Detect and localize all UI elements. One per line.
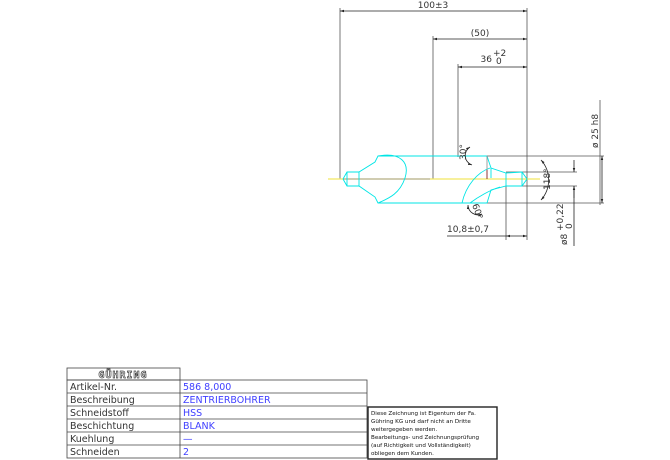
ownership-note: Diese Zeichnung ist Eigentum der Fa. Güh… bbox=[371, 411, 480, 457]
note-line: (auf Richtigkeit und Vollständigkeit) bbox=[371, 443, 471, 449]
row-value: 2 bbox=[183, 447, 189, 458]
dim-flute-tol-lower: 0 bbox=[496, 57, 502, 67]
row-label: Artikel-Nr. bbox=[70, 382, 117, 393]
dim-overall-length: 100±3 bbox=[418, 1, 448, 11]
row-value: 586 8,000 bbox=[183, 382, 231, 393]
row-label: Beschreibung bbox=[70, 395, 135, 406]
note-line: Gühring KG und darf nicht an Dritte bbox=[371, 419, 471, 425]
dim-pilot-length: 10,8±0,7 bbox=[447, 225, 489, 235]
title-block-rows: Artikel-Nr. 586 8,000 Beschreibung ZENTR… bbox=[70, 382, 271, 458]
row-value: ZENTRIERBOHRER bbox=[183, 395, 271, 406]
center-drill-outline bbox=[342, 154, 528, 204]
row-value: HSS bbox=[183, 408, 202, 419]
row-value: BLANK bbox=[183, 421, 216, 432]
angle-point: 118° bbox=[543, 168, 553, 190]
note-line: obliegen dem Kunden. bbox=[371, 451, 434, 457]
note-line: Bearbeitungs- und Zeichnungsprüfung bbox=[371, 435, 480, 441]
dim-shank-diameter: ø 25 h8 bbox=[591, 114, 601, 148]
dim-pilot-diameter: ø8 bbox=[560, 233, 570, 245]
dimension-lines bbox=[340, 9, 604, 246]
angle-countersink: 30° bbox=[459, 144, 469, 160]
row-value: — bbox=[183, 434, 193, 445]
row-label: Beschichtung bbox=[70, 421, 134, 432]
dim-flute-length: 36 bbox=[481, 55, 493, 65]
angle-cone: 60° bbox=[469, 203, 484, 221]
dim-pilot-tol-lower: 0 bbox=[565, 223, 575, 229]
ownership-note-box bbox=[367, 406, 498, 460]
guehring-logo: GÜHRING bbox=[98, 367, 147, 381]
dim-flute-tol-upper: +2 bbox=[493, 49, 506, 59]
dim-reference-length: (50) bbox=[471, 29, 489, 39]
note-line: Diese Zeichnung ist Eigentum der Fa. bbox=[371, 411, 476, 417]
row-label: Schneiden bbox=[70, 447, 120, 458]
row-label: Kuehlung bbox=[70, 434, 114, 445]
note-line: weitergegeben werden. bbox=[371, 427, 437, 433]
title-block bbox=[66, 367, 368, 459]
row-label: Schneidstoff bbox=[70, 408, 129, 419]
dim-pilot-diameter-group: ø8 +0,22 0 bbox=[556, 203, 575, 245]
dim-pilot-tol-upper: +0,22 bbox=[556, 203, 566, 231]
